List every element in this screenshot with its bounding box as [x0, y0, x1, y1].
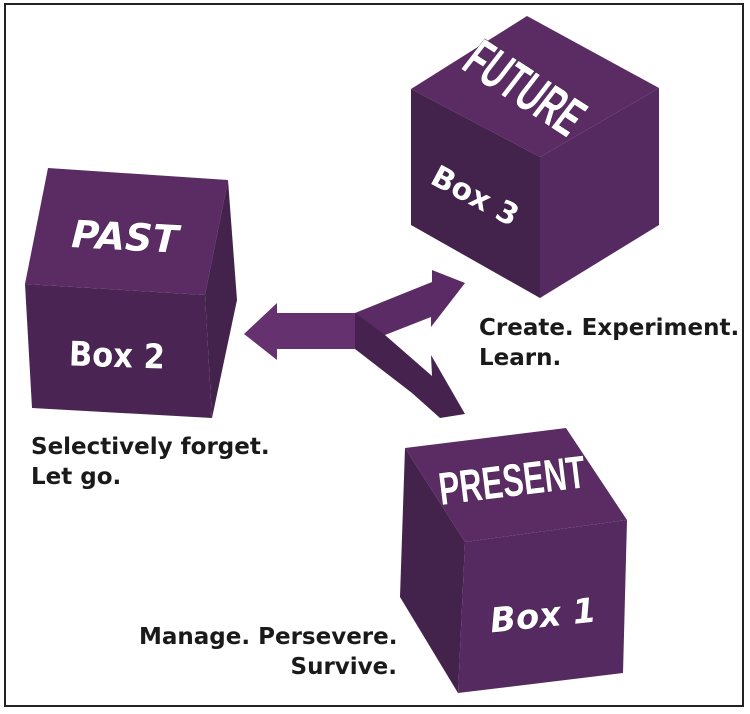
- past-top-label: PAST: [70, 212, 182, 262]
- three-way-arrow: [244, 270, 465, 418]
- future-cube-top-face: [411, 16, 659, 157]
- future-caption: Create. Experiment. Learn.: [479, 313, 739, 373]
- present-caption-line-1: Manage. Persevere.: [139, 624, 398, 650]
- past-caption-line-2: Let go.: [31, 464, 122, 490]
- future-caption-line-2: Learn.: [479, 345, 562, 371]
- future-cube-left-face: [411, 89, 540, 298]
- past-front-label: Box 2: [68, 334, 165, 377]
- future-caption-line-1: Create. Experiment.: [479, 315, 740, 341]
- past-cube-right-face: [205, 180, 237, 418]
- present-cube-left-face: [400, 448, 465, 693]
- arrow-to-present: [355, 313, 465, 418]
- arrow-to-past: [244, 303, 355, 360]
- present-caption: Manage. Persevere. Survive.: [139, 622, 397, 682]
- past-cube-top-face: [25, 168, 228, 295]
- present-cube-top-face: [405, 428, 627, 542]
- past-caption: Selectively forget. Let go.: [31, 432, 270, 492]
- past-caption-line-1: Selectively forget.: [31, 434, 270, 460]
- past-cube-front-face: [25, 284, 212, 418]
- arrow-to-future: [355, 270, 465, 335]
- past-cube: PAST Box 2: [25, 168, 237, 418]
- present-caption-line-2: Survive.: [290, 654, 398, 680]
- present-cube-front-face: [458, 520, 627, 693]
- present-cube: PRESENT Box 1: [400, 428, 627, 693]
- future-cube: FUTURE Box 3: [411, 16, 659, 298]
- diagram-frame: [4, 3, 744, 707]
- future-cube-right-face: [540, 88, 659, 298]
